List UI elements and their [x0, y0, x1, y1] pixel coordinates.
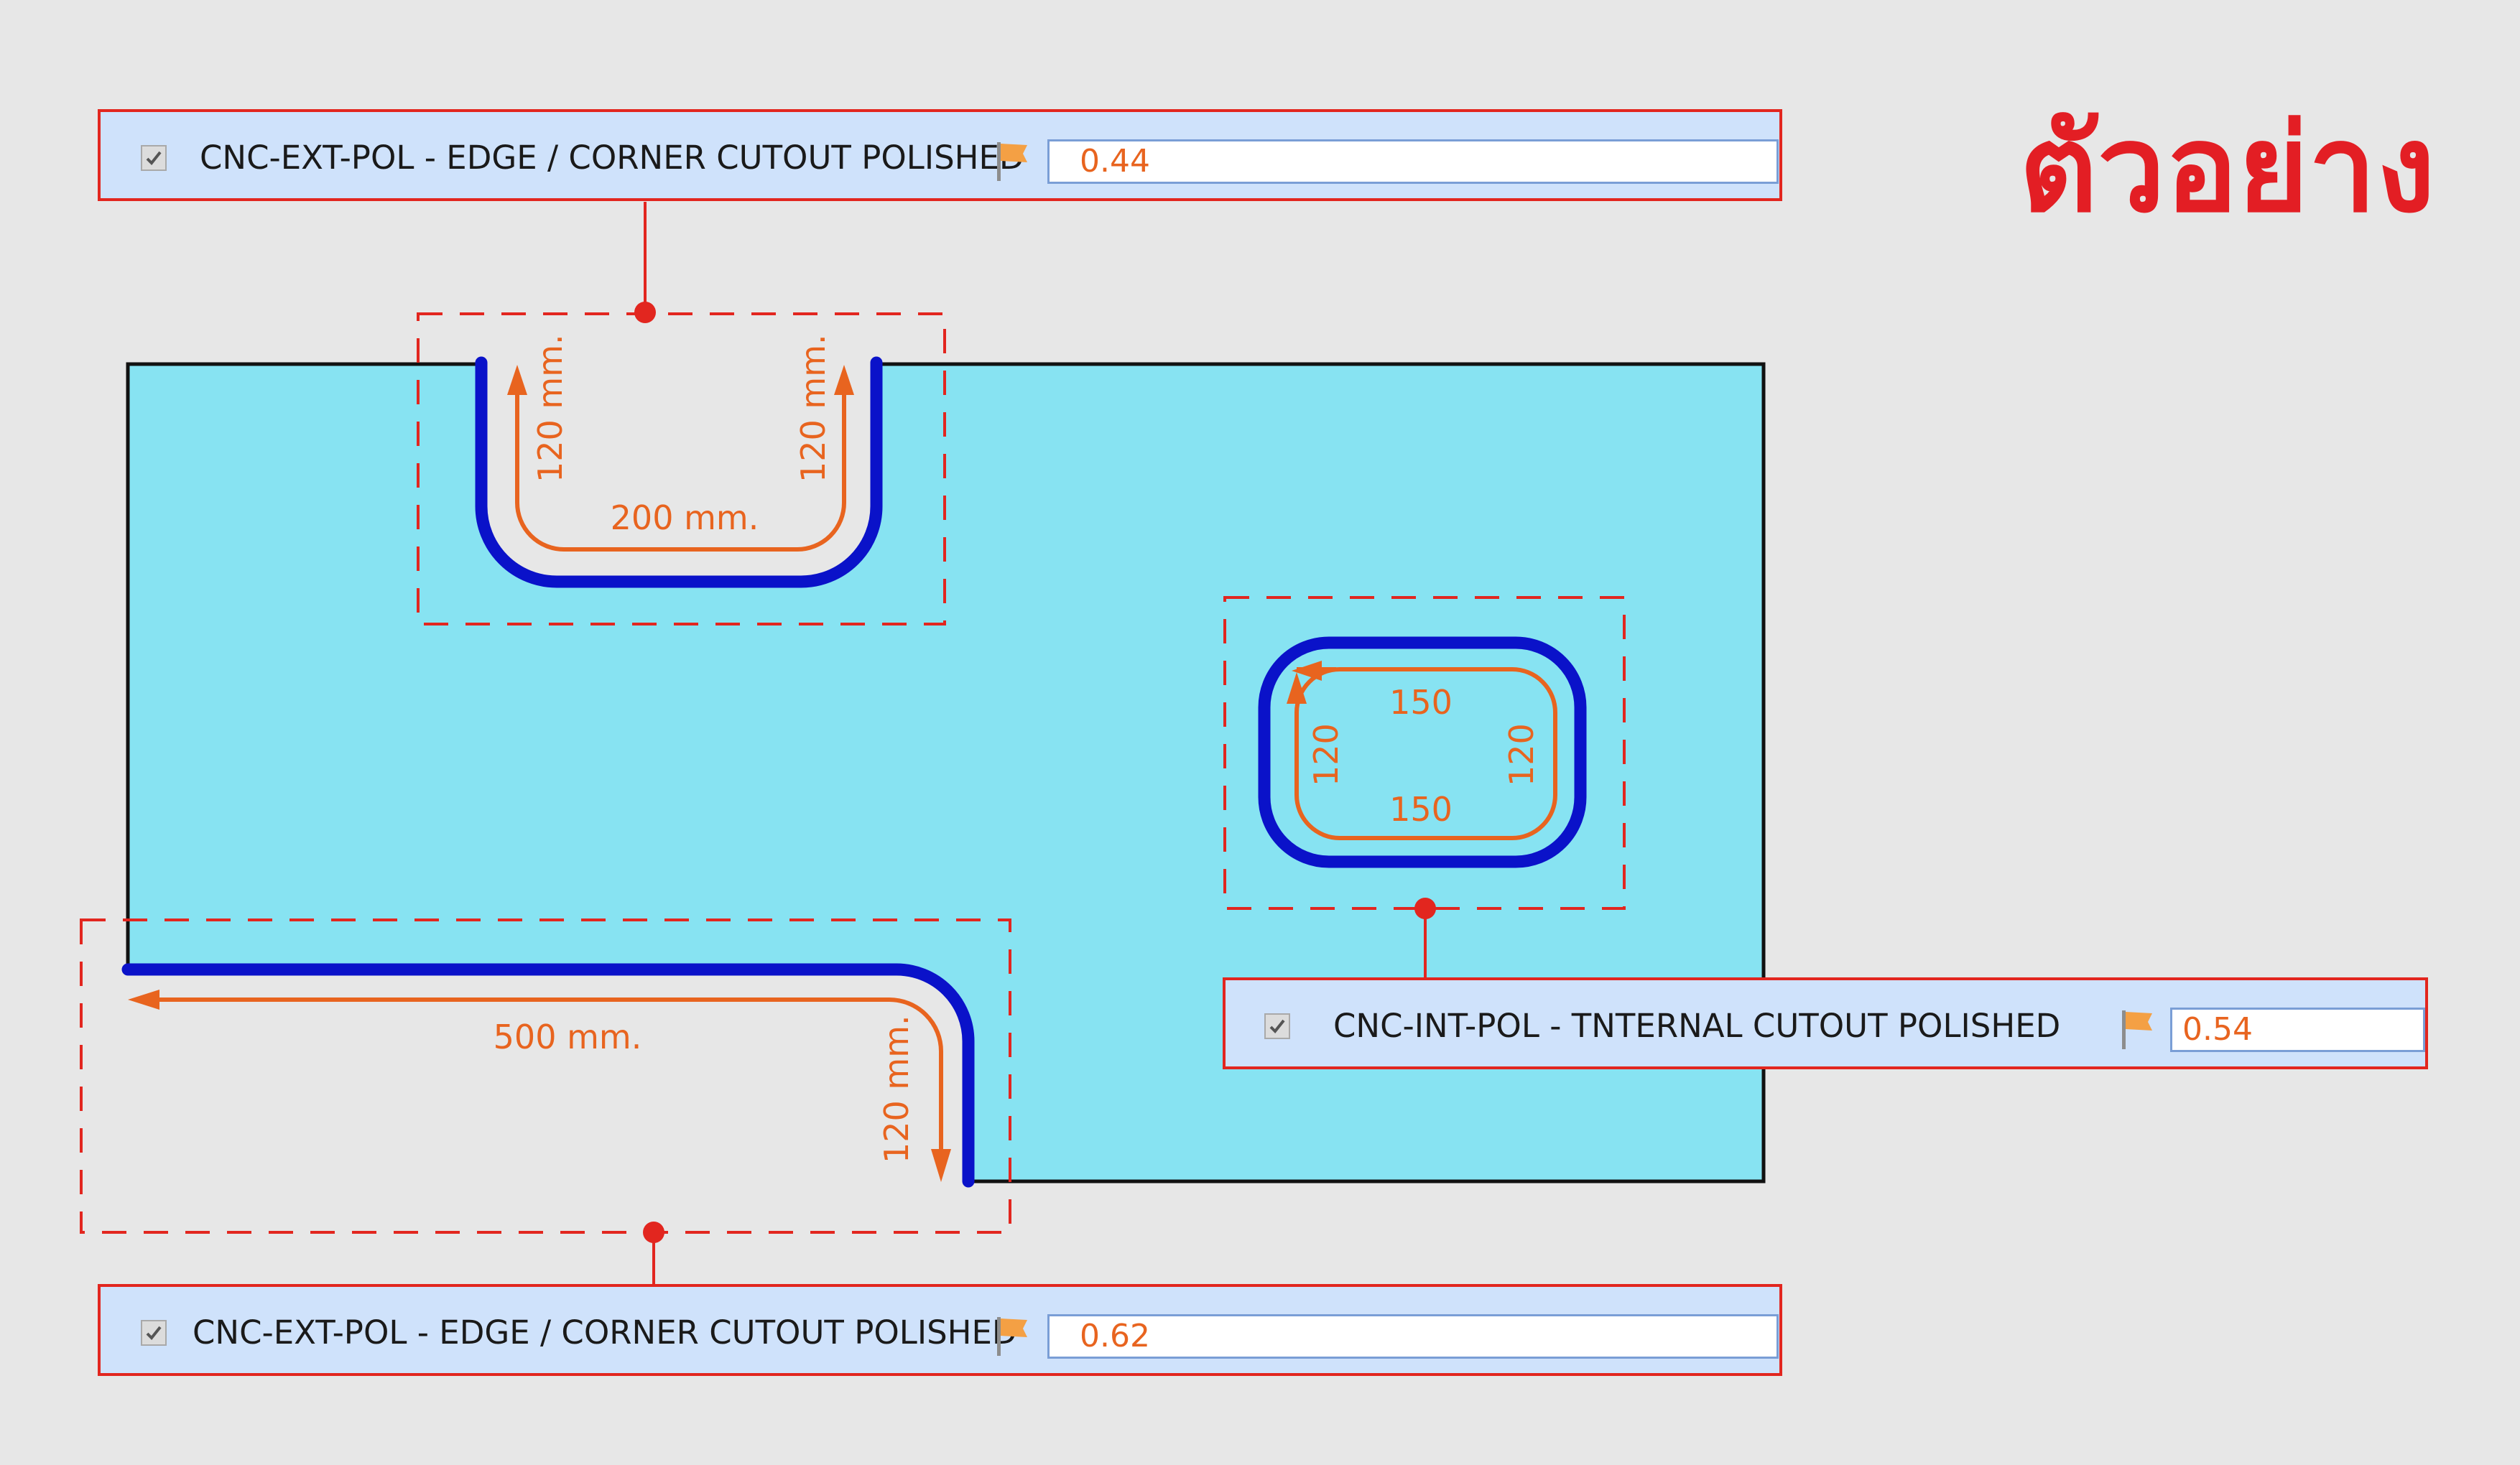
- top-right-arrowhead: [834, 365, 854, 395]
- corner-vertical-dim-label: 120 mm.: [877, 1015, 916, 1163]
- option-label: CNC-EXT-POL - EDGE / CORNER CUTOUT POLIS…: [193, 1313, 1017, 1352]
- option-checkbox[interactable]: [141, 1320, 167, 1346]
- top-left-arrowhead: [507, 365, 527, 395]
- internal-arrowhead-left: [1292, 661, 1322, 681]
- internal-bottom-dim-label: 150: [1389, 790, 1453, 829]
- option-label: CNC-INT-POL - TNTERNAL CUTOUT POLISHED: [1333, 1007, 2061, 1045]
- page-title: ตัวอย่าง: [2019, 98, 2435, 239]
- corner-horizontal-dim-label: 500 mm.: [494, 1018, 642, 1056]
- option-label: CNC-EXT-POL - EDGE / CORNER CUTOUT POLIS…: [200, 139, 1024, 177]
- callout-boxes: [80, 312, 1626, 1234]
- option-value-input[interactable]: 0.54: [2170, 1008, 2425, 1052]
- callout-box-internal: [1223, 596, 1626, 910]
- option-value-input[interactable]: 0.44: [1047, 139, 1779, 184]
- top-right-dim-label: 120 mm.: [794, 334, 833, 483]
- option-panel-internal: CNC-INT-POL - TNTERNAL CUTOUT POLISHED 0…: [1223, 977, 2428, 1069]
- option-value-input[interactable]: 0.62: [1047, 1314, 1779, 1359]
- top-left-dim-label: 120 mm.: [531, 334, 570, 483]
- option-panel-corner: CNC-EXT-POL - EDGE / CORNER CUTOUT POLIS…: [98, 1284, 1782, 1376]
- corner-cutout-dimensions: [154, 997, 943, 1156]
- internal-right-dim-label: 120: [1502, 723, 1541, 786]
- check-icon: [1269, 1019, 1285, 1033]
- internal-left-dim-label: 120: [1307, 723, 1345, 786]
- top-cutout-edge: [475, 356, 883, 588]
- callout-dot-internal: [1414, 898, 1436, 919]
- flag-icon[interactable]: [996, 1316, 1030, 1357]
- top-cutout-dimensions: [515, 391, 846, 552]
- corner-arrowhead-down: [931, 1149, 951, 1182]
- option-panel-top: CNC-EXT-POL - EDGE / CORNER CUTOUT POLIS…: [98, 109, 1782, 201]
- callout-dot-corner: [643, 1222, 664, 1243]
- callout-dot-top: [634, 302, 656, 323]
- check-icon: [146, 1326, 162, 1340]
- option-checkbox[interactable]: [141, 145, 167, 171]
- internal-top-dim-label: 150: [1389, 683, 1453, 722]
- internal-arrowhead-up: [1287, 672, 1307, 704]
- corner-arrowhead-left: [128, 990, 159, 1010]
- callout-box-corner: [80, 918, 1011, 1234]
- callout-box-top: [417, 312, 946, 625]
- flag-icon[interactable]: [2121, 1009, 2155, 1051]
- flag-icon[interactable]: [996, 141, 1030, 182]
- top-bottom-dim-label: 200 mm.: [611, 498, 759, 537]
- corner-cutout-edge: [121, 963, 975, 1188]
- internal-cutout-edge: [1258, 636, 1587, 868]
- check-icon: [146, 151, 162, 165]
- option-checkbox[interactable]: [1264, 1013, 1290, 1039]
